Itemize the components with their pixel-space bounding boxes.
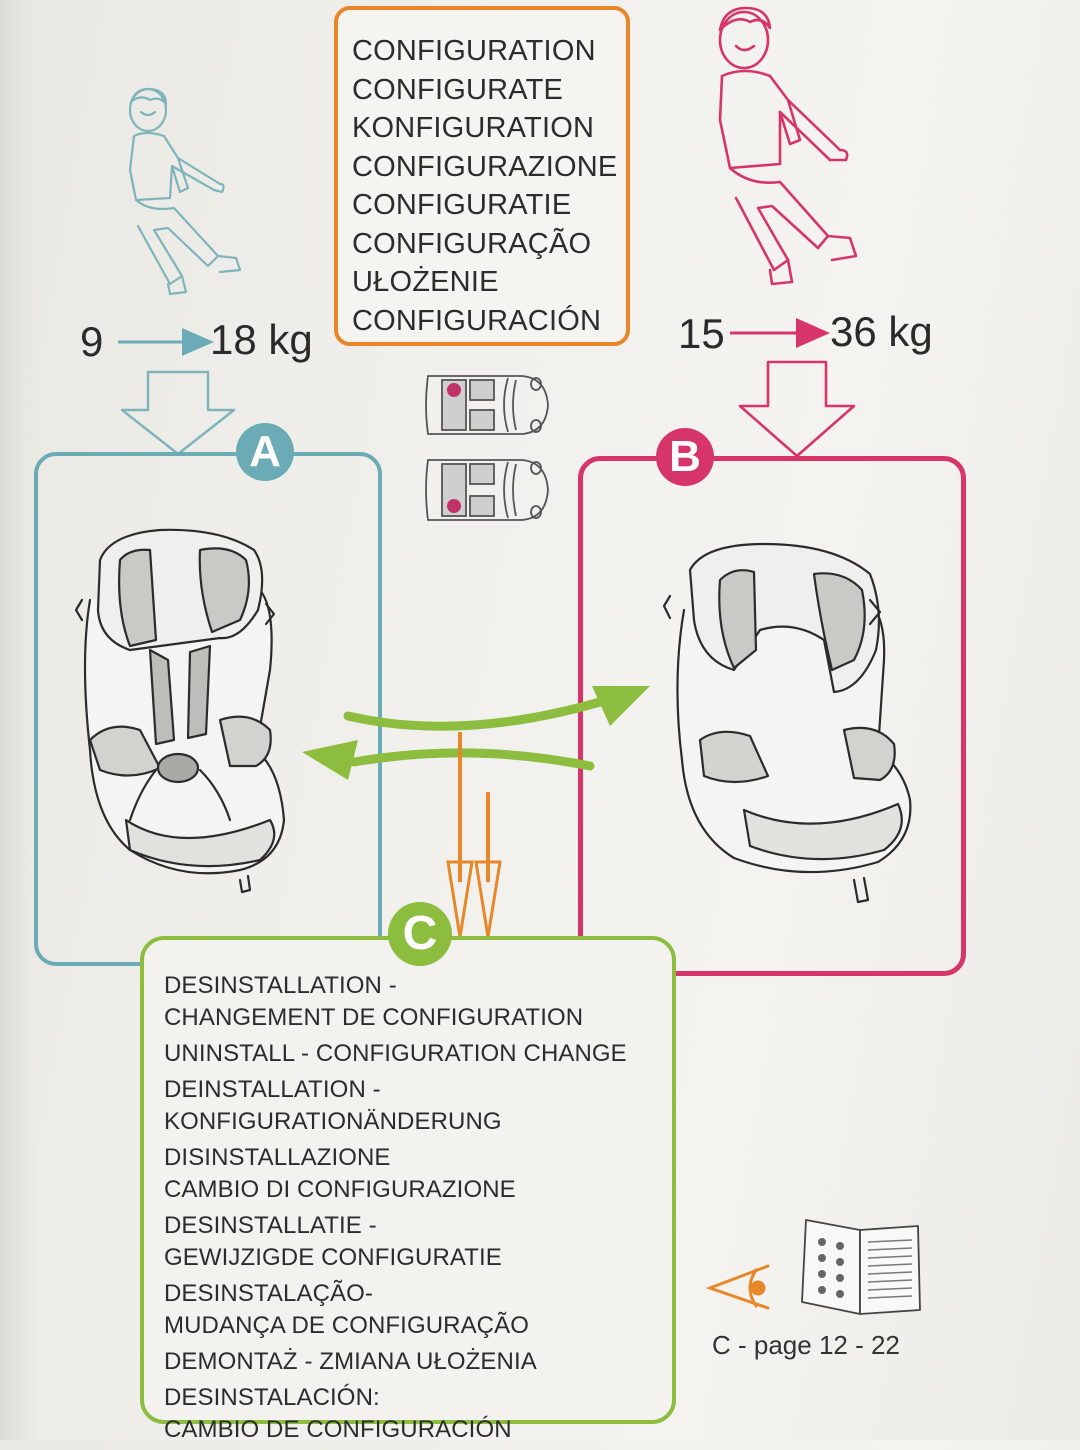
- car-seat-harness-icon: [74, 528, 286, 894]
- weight-b-arrow-icon: [730, 318, 830, 348]
- car-top-view-rear-left-icon: [425, 375, 549, 435]
- car-seat-booster-icon: [662, 542, 912, 904]
- uninstall-nl-line2: GEWIJZIGDE CONFIGURATIE: [164, 1244, 502, 1271]
- uninstall-pl: DEMONTAŻ - ZMIANA UŁOŻENIA: [164, 1346, 669, 1378]
- configuration-title-box: CONFIGURATION CONFIGURATE KONFIGURATION …: [334, 6, 630, 346]
- uninstall-it-line1: DISINSTALLAZIONE: [164, 1144, 391, 1171]
- uninstall-instructions: DESINSTALLATION - CHANGEMENT DE CONFIGUR…: [164, 970, 669, 1450]
- uninstall-it: DISINSTALLAZIONE CAMBIO DI CONFIGURAZION…: [164, 1142, 669, 1206]
- group-c-frame: [140, 936, 676, 1424]
- uninstall-es-line1: DESINSTALACIÓN:: [164, 1384, 380, 1411]
- uninstall-pt-line2: MUDANÇA DE CONFIGURAÇÃO: [164, 1312, 529, 1339]
- uninstall-pl-line1: DEMONTAŻ - ZMIANA UŁOŻENIA: [164, 1348, 537, 1375]
- badge-a: A: [236, 423, 294, 481]
- weight-b-from: 15: [678, 310, 725, 357]
- weight-a-from: 9: [80, 318, 104, 365]
- config-title-de: KONFIGURATION: [352, 112, 595, 144]
- config-title-nl: CONFIGURATIE: [352, 189, 572, 221]
- config-title-pt: CONFIGURAÇÃO: [352, 227, 592, 260]
- weight-a-arrow-icon: [118, 328, 214, 356]
- uninstall-de-line1: DEINSTALLATION -: [164, 1076, 381, 1103]
- badge-c: C: [388, 902, 452, 966]
- config-title-pl: UŁOŻENIE: [352, 266, 499, 298]
- uninstall-en-line1: UNINSTALL - CONFIGURATION CHANGE: [164, 1040, 627, 1067]
- group-b-frame: [578, 456, 966, 976]
- uninstall-de-line2: KONFIGURATIONÄNDERUNG: [164, 1108, 502, 1135]
- uninstall-nl: DESINSTALLATIE - GEWIJZIGDE CONFIGURATIE: [164, 1210, 669, 1274]
- uninstall-de: DEINSTALLATION - KONFIGURATIONÄNDERUNG: [164, 1074, 669, 1138]
- config-title-es: CONFIGURACIÓN: [352, 304, 602, 337]
- down-arrow-b-icon: [738, 360, 856, 458]
- uninstall-nl-line1: DESINSTALLATIE -: [164, 1212, 377, 1239]
- config-title-fr: CONFIGURATION: [352, 35, 596, 67]
- uninstall-pt-line1: DESINSTALAÇÃO-: [164, 1280, 373, 1307]
- child-small-icon: [128, 87, 242, 296]
- config-title-it: CONFIGURAZIONE: [352, 150, 618, 183]
- page-reference: C - page 12 - 22: [712, 1330, 900, 1360]
- page-fold-shadow: [0, 0, 38, 1440]
- uninstall-es-line2: CAMBIO DE CONFIGURACIÓN: [164, 1416, 512, 1443]
- swap-arrows-icon: [302, 686, 650, 780]
- uninstall-fr: DESINSTALLATION - CHANGEMENT DE CONFIGUR…: [164, 970, 669, 1034]
- weight-b-to: 36 kg: [830, 308, 933, 355]
- down-arrow-a-icon: [120, 370, 236, 456]
- uninstall-pt: DESINSTALAÇÃO- MUDANÇA DE CONFIGURAÇÃO: [164, 1278, 669, 1342]
- uninstall-en: UNINSTALL - CONFIGURATION CHANGE: [164, 1038, 669, 1070]
- badge-b: B: [656, 428, 714, 486]
- car-top-view-rear-right-icon: [425, 459, 549, 521]
- weight-a-to: 18 kg: [210, 316, 313, 363]
- uninstall-it-line2: CAMBIO DI CONFIGURAZIONE: [164, 1176, 516, 1203]
- config-title-ro: CONFIGURATE: [352, 73, 564, 106]
- manual-book-icon: [801, 1219, 921, 1315]
- uninstall-arrows-icon: [446, 732, 502, 938]
- uninstall-fr-line1: DESINSTALLATION -: [164, 972, 397, 999]
- uninstall-fr-line2: CHANGEMENT DE CONFIGURATION: [164, 1004, 584, 1031]
- child-large-icon: [718, 6, 858, 286]
- eye-icon: [705, 1264, 770, 1310]
- uninstall-es: DESINSTALACIÓN: CAMBIO DE CONFIGURACIÓN: [164, 1382, 669, 1446]
